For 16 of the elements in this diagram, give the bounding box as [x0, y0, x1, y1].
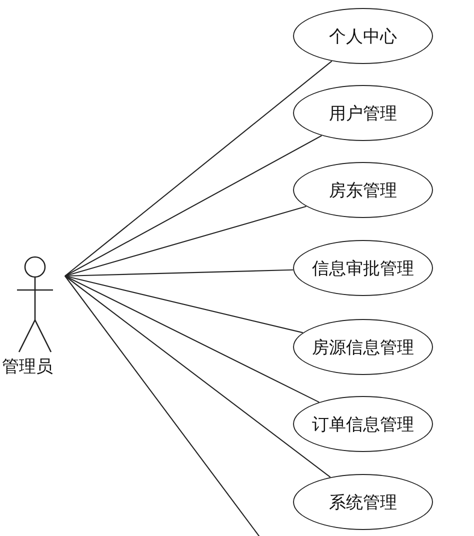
association-line: [64, 275, 303, 334]
association-line: [64, 276, 262, 536]
association-line: [64, 60, 332, 276]
use-case-ellipse: 系统管理: [293, 474, 433, 530]
association-line: [64, 276, 320, 403]
use-case-ellipse: 房源信息管理: [293, 319, 433, 375]
use-case-ellipse: 信息审批管理: [293, 240, 433, 296]
association-line: [64, 269, 294, 277]
association-line: [64, 276, 331, 478]
use-case-ellipse: 房东管理: [293, 162, 433, 218]
association-line: [64, 206, 306, 277]
use-case-ellipse: 用户管理: [293, 85, 433, 141]
use-case-ellipse: 个人中心: [293, 8, 433, 64]
association-line: [64, 135, 322, 276]
use-case-ellipse: 订单信息管理: [293, 396, 433, 452]
actor-label: 管理员: [2, 356, 53, 378]
